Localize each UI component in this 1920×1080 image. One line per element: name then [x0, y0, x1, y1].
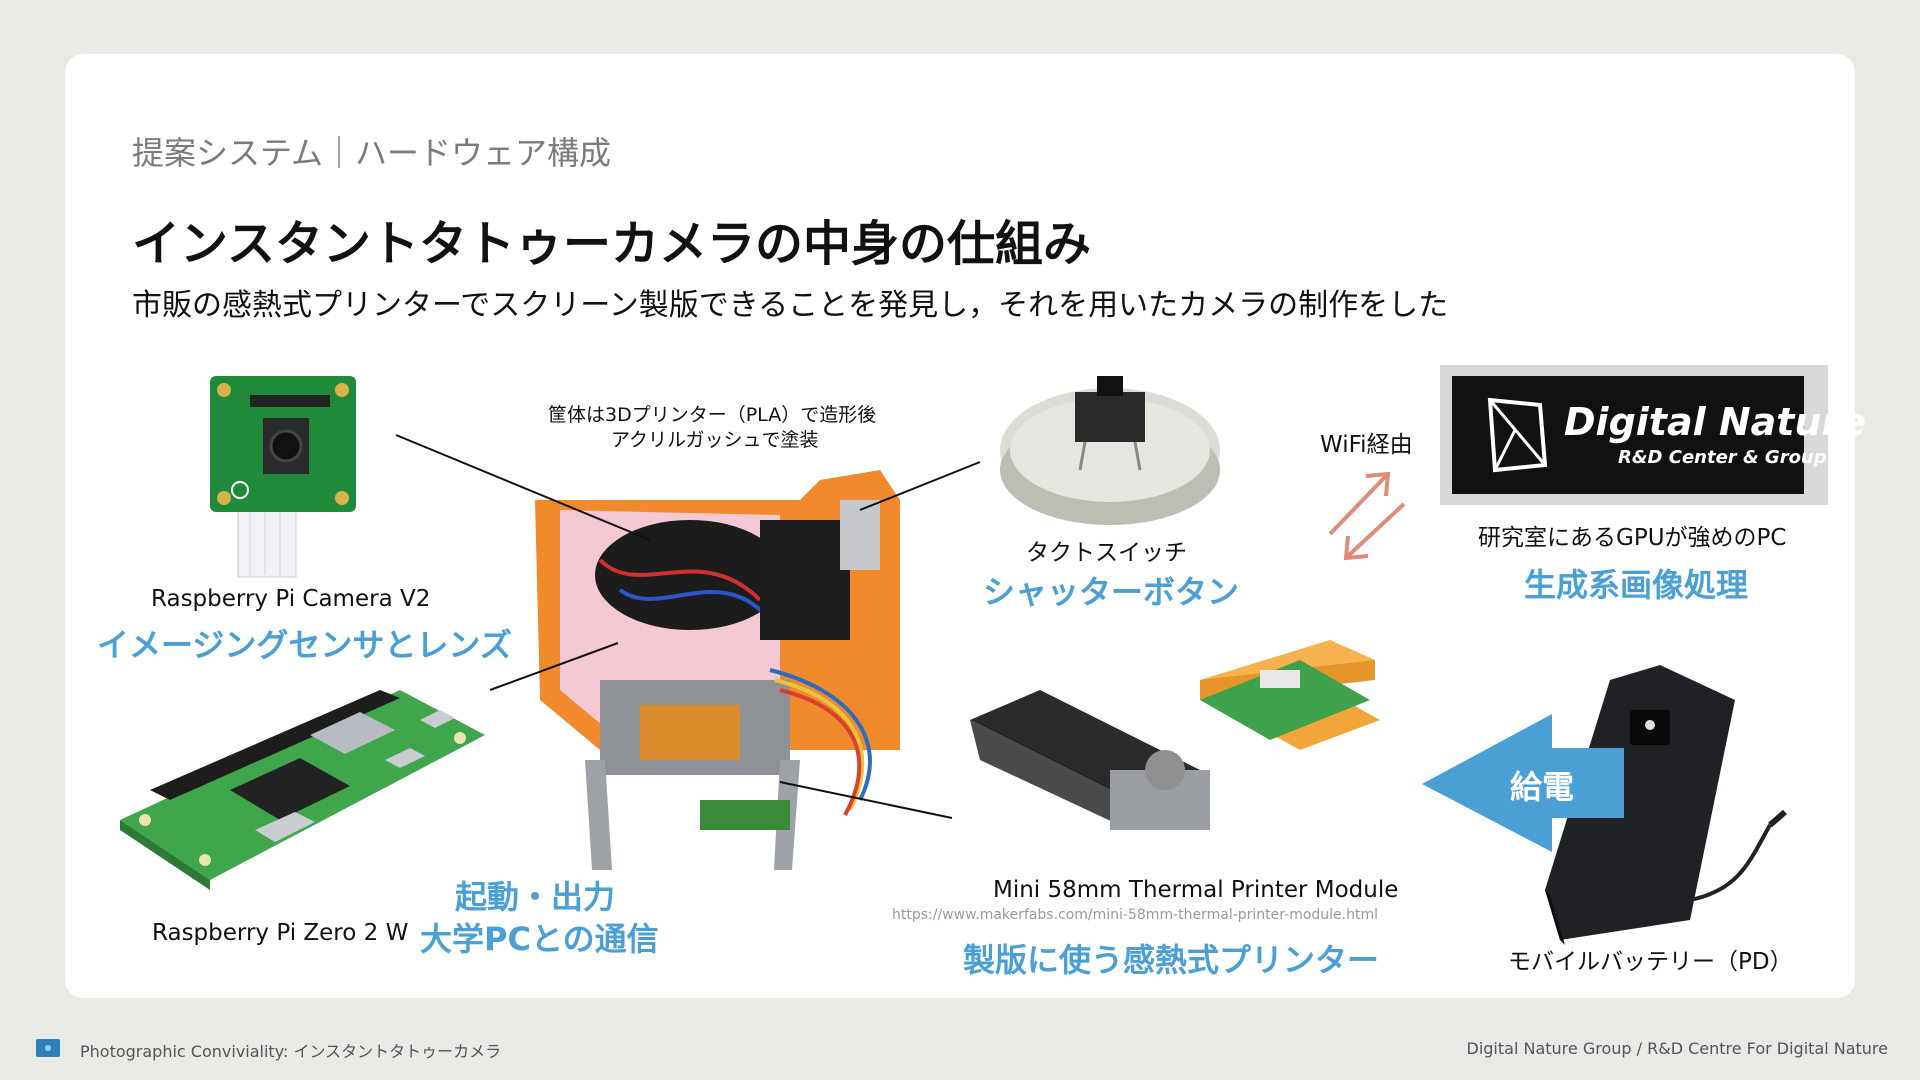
- printer-label: Mini 58mm Thermal Printer Module: [993, 877, 1399, 903]
- presentation-icon: [36, 1039, 60, 1057]
- printer-url[interactable]: https://www.makerfabs.com/mini-58mm-ther…: [892, 907, 1379, 923]
- printer-role: 製版に使う感熱式プリンター: [963, 941, 1380, 979]
- wifi-label: WiFi経由: [1320, 432, 1413, 458]
- camera-label: Raspberry Pi Camera V2: [151, 586, 431, 612]
- breadcrumb: 提案システム｜ハードウェア構成: [132, 134, 612, 172]
- page-title: インスタントタトゥーカメラの中身の仕組み: [132, 216, 1092, 272]
- switch-role: シャッターボタン: [983, 573, 1240, 611]
- pi-zero-role-1: 起動・出力: [455, 878, 616, 916]
- camera-module-image: [210, 376, 356, 578]
- power-arrow-icon: [1422, 714, 1624, 852]
- pi-zero-role-2: 大学PCとの通信: [420, 920, 659, 958]
- lab-pc-image: [1440, 365, 1828, 505]
- page-subtitle: 市販の感熱式プリンターでスクリーン製版できることを発見し，それを用いたカメラの制…: [132, 288, 1449, 323]
- mobile-battery-image: [1545, 665, 1787, 945]
- pc-role: 生成系画像処理: [1524, 566, 1749, 604]
- pi-zero-label: Raspberry Pi Zero 2 W: [152, 920, 409, 946]
- battery-label: モバイルバッテリー（PD）: [1508, 949, 1793, 975]
- raspberry-pi-zero-image: [120, 690, 485, 890]
- pc-label: 研究室にあるGPUが強めのPC: [1478, 525, 1787, 551]
- digital-nature-logo-sub: R&D Center & Group: [1618, 447, 1827, 468]
- tact-switch-image: [1000, 376, 1220, 525]
- camera-enclosure-image: [535, 470, 900, 870]
- enclosure-note-1: 筐体は3Dプリンター（PLA）で造形後: [548, 404, 877, 426]
- power-label: 給電: [1510, 768, 1575, 806]
- wifi-arrows-icon: [1328, 471, 1406, 561]
- footer-title: Photographic Conviviality: インスタントタトゥーカメラ: [80, 1042, 502, 1061]
- switch-label: タクトスイッチ: [1026, 540, 1187, 566]
- enclosure-note-2: アクリルガッシュで塗装: [611, 429, 819, 451]
- camera-role: イメージングセンサとレンズ: [97, 626, 512, 664]
- footer-organization: Digital Nature Group / R&D Centre For Di…: [1466, 1039, 1889, 1058]
- digital-nature-logo: Digital Nature: [1564, 400, 1867, 444]
- slide-card: [65, 54, 1855, 998]
- thermal-printer-image: [970, 640, 1380, 830]
